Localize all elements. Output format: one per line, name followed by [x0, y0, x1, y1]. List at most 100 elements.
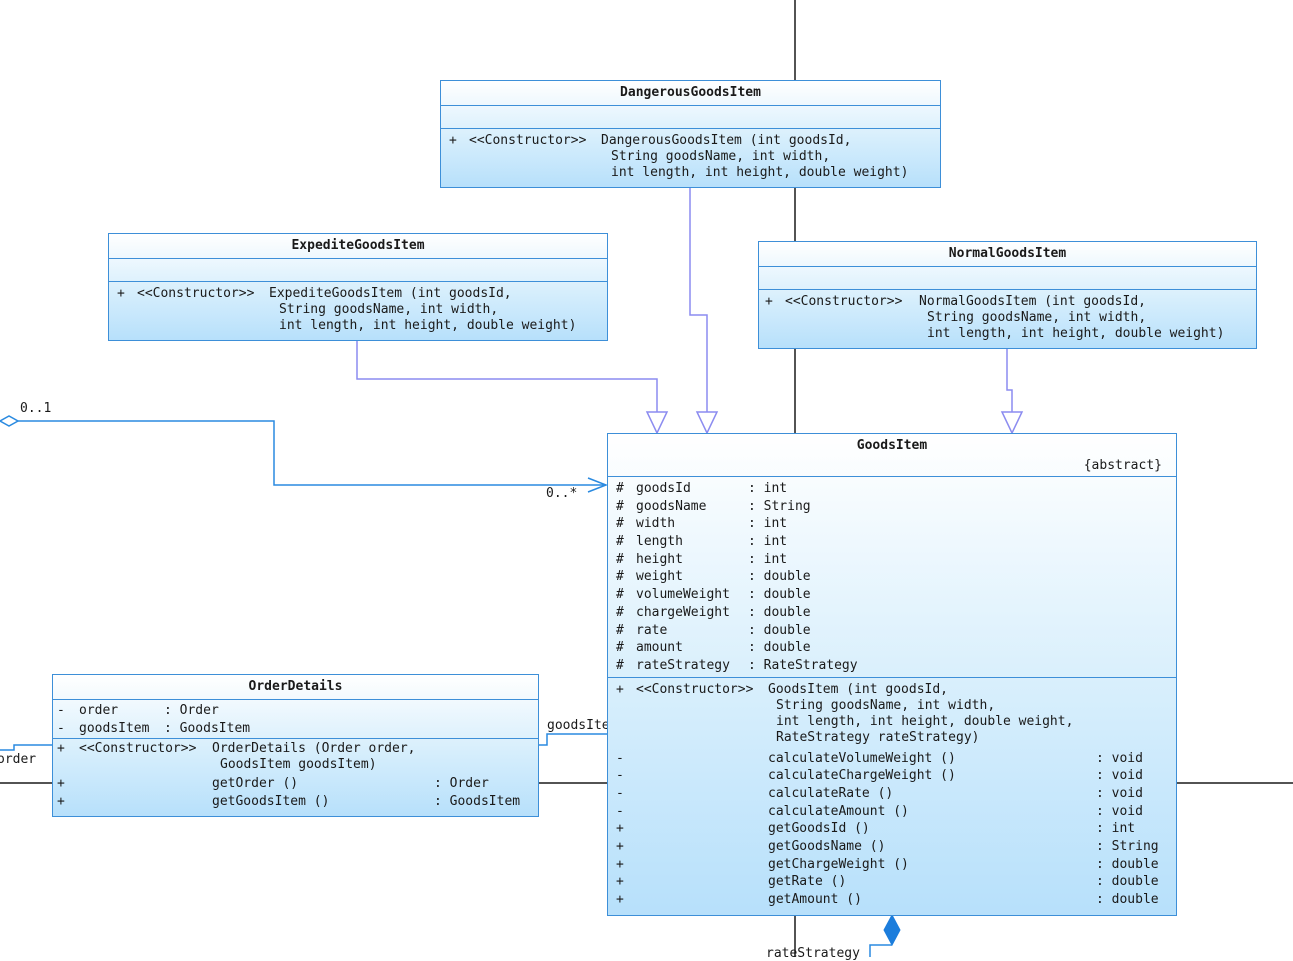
visibility-marker: + [616, 839, 624, 854]
constructor-stereotype: <<Constructor>> [79, 741, 197, 757]
constructor-signature-line: int length, int height, double weight) [611, 165, 909, 180]
visibility-marker: + [616, 821, 624, 837]
visibility-marker: + [57, 794, 65, 810]
attribute-row-type: : int [748, 551, 788, 567]
constructor-signature-line: RateStrategy rateStrategy) [776, 729, 980, 745]
constructor-signature-line: String goodsName, int width, [776, 697, 996, 713]
attribute-row-name: order [79, 703, 119, 718]
method-row-type: : String [1096, 839, 1159, 854]
attribute-row: #rate: double [608, 622, 1176, 640]
attribute-row-type: : double [748, 569, 811, 585]
visibility-marker: # [616, 534, 624, 550]
constructor-signature-line: OrderDetails (Order order, [212, 741, 416, 757]
attribute-row-name: length [636, 534, 683, 550]
method-row: +getGoodsItem (): GoodsItem [53, 793, 538, 811]
method-row-type: : void [1096, 803, 1143, 819]
method-row-type: : int [1096, 821, 1136, 837]
visibility-marker: - [616, 768, 624, 784]
class-goods-item[interactable]: GoodsItem {abstract} # goodsId : int #goods… [607, 433, 1177, 916]
method-row-name: calculateVolumeWeight () [768, 750, 956, 766]
attribute-row: #goodsId: int [608, 480, 1176, 498]
constructor-stereotype: <<Constructor>> [785, 294, 903, 309]
attribute-row-type: : int [748, 481, 788, 496]
attribute-row: #width: int [608, 515, 1176, 533]
constructor-signature-line: int length, int height, double weight) [279, 318, 577, 333]
visibility-marker: - [616, 750, 624, 766]
visibility-marker: + [616, 874, 624, 890]
role-label-rate-strategy: rateStrategy [766, 946, 860, 961]
method-row-name: getGoodsItem () [212, 794, 330, 810]
method-row-name: getGoodsName () [768, 839, 886, 854]
class-name: DangerousGoodsItem [441, 81, 940, 106]
constructor-stereotype: <<Constructor>> [469, 133, 587, 148]
attribute-row-name: rateStrategy [636, 657, 730, 673]
role-label-goods-item: goodsIte [547, 718, 610, 733]
attribute-row: #length: int [608, 533, 1176, 551]
method-list: -calculateVolumeWeight (): void-calculat… [608, 750, 1176, 909]
method-row: -calculateAmount (): void [608, 803, 1176, 821]
attribute-row-name: goodsItem [79, 720, 150, 736]
attribute-row-type: : RateStrategy [748, 657, 858, 673]
operations-section: + <<Constructor>> GoodsItem (int goodsId… [608, 678, 1176, 909]
visibility-marker: - [616, 785, 624, 801]
attribute-row-name: chargeWeight [636, 604, 730, 620]
method-row-name: calculateRate () [768, 785, 894, 801]
visibility-marker: # [616, 622, 624, 638]
attribute-row-name: weight [636, 569, 683, 585]
attribute-row: #volumeWeight: double [608, 586, 1176, 604]
method-row: +getOrder (): Order [53, 775, 538, 793]
class-order-details[interactable]: OrderDetails -order: Order-goodsItem: Go… [52, 674, 539, 817]
method-row-type: : double [1096, 892, 1159, 908]
constructor-signature-line: GoodsItem goodsItem) [220, 757, 377, 773]
attributes-section [759, 267, 1256, 290]
multiplicity-zero-to-many: 0..* [546, 486, 578, 501]
attribute-row-type: : String [748, 498, 811, 514]
constructor-signature-line: int length, int height, double weight) [927, 326, 1225, 341]
attributes-section [109, 259, 607, 282]
attribute-row: #goodsName: String [608, 498, 1176, 516]
visibility-marker: # [616, 604, 624, 620]
composition-association [869, 944, 892, 957]
attribute-row-name: width [636, 516, 676, 532]
visibility-marker: # [616, 657, 624, 673]
method-row: -calculateChargeWeight (): void [608, 767, 1176, 785]
visibility-marker: - [616, 803, 624, 819]
constructor-signature-line: NormalGoodsItem (int goodsId, [919, 294, 1146, 309]
class-name: GoodsItem [856, 438, 928, 453]
visibility-marker: + [449, 133, 457, 148]
attributes-section: #goodsId: int#goodsName: String#width: i… [608, 477, 1176, 678]
constructor-signature-line: GoodsItem (int goodsId, [768, 681, 949, 697]
visibility-marker: # [616, 640, 624, 656]
class-dangerous-goods-item[interactable]: DangerousGoodsItem + <<Constructor>> Dan… [440, 80, 941, 188]
attribute-row-type: : Order [164, 703, 219, 718]
method-list: +getOrder (): Order+getGoodsItem (): Goo… [53, 775, 538, 810]
abstract-stereotype: {abstract} [608, 456, 1176, 477]
attribute-row-name: goodsId [636, 481, 691, 496]
method-row-type: : void [1096, 785, 1143, 801]
method-row-type: : double [1096, 874, 1159, 890]
generalization-dangerous [689, 187, 708, 412]
aggregation-association [18, 420, 606, 486]
constructor-stereotype: <<Constructor>> [137, 286, 255, 301]
composition-diamond [883, 913, 901, 947]
visibility-marker: + [616, 856, 624, 872]
class-normal-goods-item[interactable]: NormalGoodsItem + <<Constructor>> Normal… [758, 241, 1257, 349]
attribute-row-name: volumeWeight [636, 587, 730, 603]
generalization-arrowhead-dangerous [695, 411, 719, 435]
order-association [0, 744, 52, 751]
method-row: +getChargeWeight (): double [608, 856, 1176, 874]
attribute-row-name: rate [636, 622, 668, 638]
goods-item-association [538, 733, 608, 746]
attributes-section [441, 106, 940, 129]
attribute-row: -order: Order [53, 702, 538, 720]
attribute-row: #chargeWeight: double [608, 604, 1176, 622]
generalization-arrowhead-normal [1000, 411, 1024, 435]
attribute-row: #height: int [608, 551, 1176, 569]
constructor-signature-line: ExpediteGoodsItem (int goodsId, [269, 286, 512, 301]
role-label-order: order [0, 752, 37, 767]
attribute-row-type: : GoodsItem [164, 720, 251, 736]
operations-section: + <<Constructor>> OrderDetails (Order or… [53, 739, 538, 810]
method-row-name: getGoodsId () [768, 821, 870, 837]
class-expedite-goods-item[interactable]: ExpediteGoodsItem + <<Constructor>> Expe… [108, 233, 608, 341]
visibility-marker: # [616, 516, 624, 532]
